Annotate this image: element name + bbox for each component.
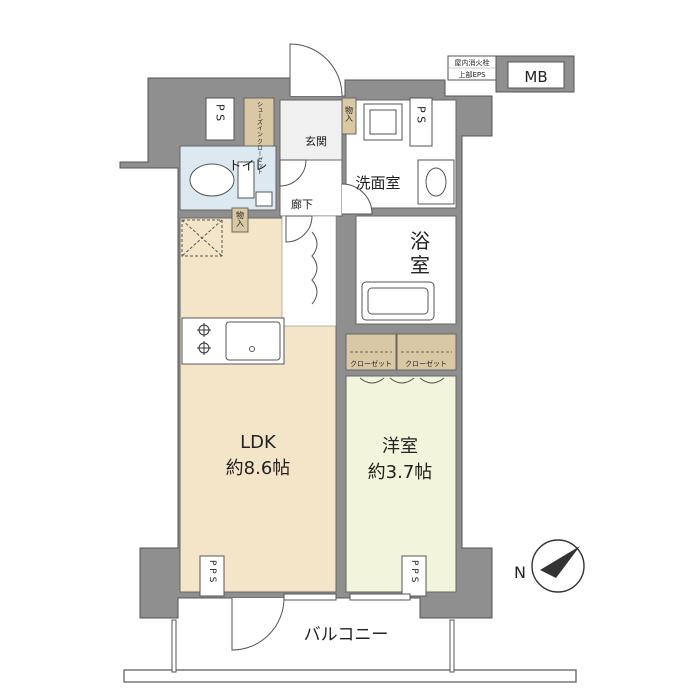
washbasin [417,159,455,205]
mb-label: MB [524,68,547,86]
washroom-door [341,183,373,215]
western-floor [345,375,457,593]
toilet-sink [255,191,273,207]
balcony-slab [123,669,577,683]
compass [531,539,585,593]
ldk-size: 約8.6帖 [226,458,291,479]
toilet-door [279,159,307,187]
compass-north-label: N [514,563,526,582]
balcony-door [231,597,285,651]
balcony-label: バルコニー [304,625,389,645]
fridge-space [181,219,223,257]
washroom-label: 洗面室 [355,174,400,192]
bathtub [361,281,435,321]
western-size: 約3.7帖 [368,462,433,483]
closet-1-label: クローゼット [350,359,392,368]
western-name: 洋室 [382,436,418,457]
toilet-bowl [189,163,235,197]
window [283,593,337,601]
balcony-rail-right [449,619,455,673]
bath-label-2: 室 [410,253,430,277]
pps-right [401,555,427,597]
ps-left [205,97,235,141]
storage-toilet-label: 物入 [236,210,245,227]
bath-label-1: 浴 [410,229,430,253]
balcony-rail-left [171,619,177,673]
pps-left-label: P P S [207,560,217,583]
closet-2-label: クローゼット [405,359,447,368]
storage-toilet [231,207,249,233]
pps-right-label: P P S [409,560,419,583]
window [349,593,411,601]
shoe-closet-label: シューズイン クローゼット [256,101,263,175]
storage-entrance [341,97,357,135]
entrance-door [289,43,343,97]
ldk-name: LDK [240,432,277,453]
hallway-label: 廊下 [291,197,313,211]
kitchen-sink [225,321,281,361]
ps-left-label: P S [214,104,227,121]
toilet-label: トイレ [228,159,267,174]
folding-door [311,231,318,305]
shoe-closet [243,97,275,147]
pps-left [199,555,225,597]
hydrant-label-2: 上部EPS [458,70,486,79]
folding-door [359,377,445,384]
entrance-label: 玄関 [305,134,327,148]
ldk-door [285,215,313,243]
ps-right-label: P S [415,106,428,123]
storage-entrance-label: 物入 [345,105,354,122]
mb-inner [507,61,565,89]
hydrant-label-1: 屋内消火栓 [455,58,490,67]
ps-right [409,97,433,147]
toilet-tank [237,161,255,199]
